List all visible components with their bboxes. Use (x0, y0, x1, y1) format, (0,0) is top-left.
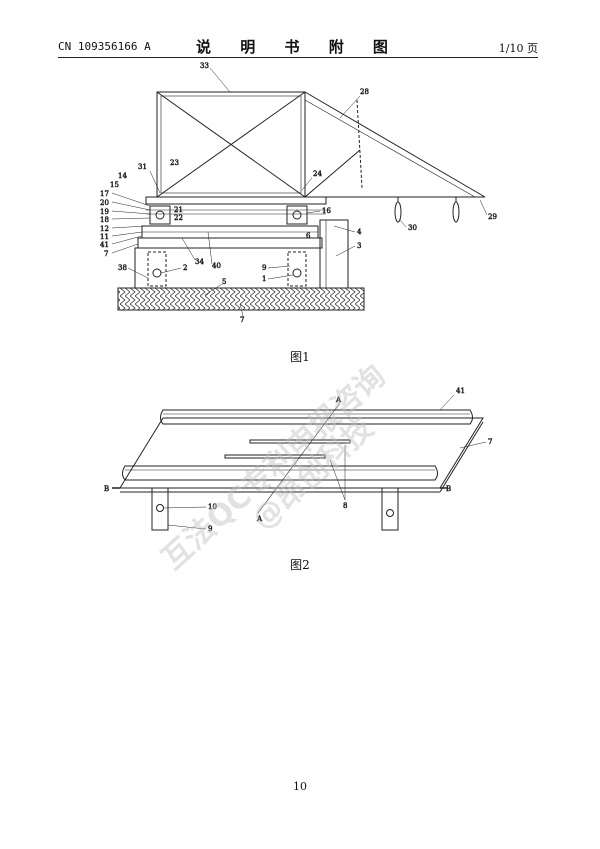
figure-1-caption: 图1 (290, 350, 310, 364)
label-33: 33 (200, 62, 209, 70)
label-12: 12 (100, 225, 109, 233)
label-9: 9 (262, 264, 266, 272)
label-7-fig1: 7 (104, 250, 108, 258)
label-17: 17 (100, 190, 109, 198)
truss-inner (160, 95, 302, 194)
page-number: 10 (293, 780, 307, 793)
label-41: 41 (100, 241, 109, 249)
section-line-a (257, 402, 341, 514)
canopy-dashed-post (356, 99, 363, 189)
label-7-fig2: 7 (488, 438, 492, 446)
header-rule (58, 57, 538, 58)
bolt-2 (152, 268, 162, 278)
plate-7 (119, 417, 484, 489)
label-5: 5 (222, 278, 226, 286)
label-a-bottom: A (256, 515, 263, 523)
label-29: 29 (488, 213, 497, 221)
truss-brace-b (156, 91, 306, 198)
hole-10 (156, 504, 164, 512)
label-15: 15 (110, 181, 119, 189)
figure-2-caption: 图2 (290, 558, 310, 572)
label-21: 21 (174, 206, 183, 214)
label-10: 10 (208, 503, 217, 511)
leg-left (151, 487, 169, 531)
lamp-30 (394, 201, 402, 223)
bolt-1 (292, 268, 302, 278)
label-38: 38 (118, 264, 127, 272)
canopy-inner (304, 99, 476, 198)
leg-right (381, 487, 399, 531)
canopy-strut (304, 149, 361, 198)
label-19: 19 (100, 208, 109, 216)
clamp-right (286, 205, 308, 225)
figure-1-drawing (117, 91, 486, 311)
ground-slab (117, 287, 365, 311)
page-header: CN 109356166 A 说 明 书 附 图 1/10 页 (58, 36, 538, 56)
page-of: 1/10 页 (498, 42, 538, 55)
label-31: 31 (138, 163, 147, 171)
label-2: 2 (183, 264, 187, 272)
slot-8b (249, 439, 351, 444)
rail-7 (137, 237, 323, 249)
label-18: 18 (100, 216, 109, 224)
figure-2-drawing (112, 402, 484, 531)
label-41-fig2: 41 (456, 387, 465, 395)
label-1: 1 (262, 275, 266, 283)
label-3: 3 (357, 242, 361, 250)
label-b-right: B (446, 485, 451, 493)
label-7-ground: 7 (240, 316, 244, 324)
slot-8a (224, 454, 326, 459)
label-b-left: B (104, 485, 109, 493)
label-34: 34 (195, 258, 204, 266)
lamp-30b (452, 201, 460, 223)
clamp-left (149, 205, 171, 225)
label-40: 40 (212, 262, 221, 270)
rail-41-back (160, 409, 473, 425)
label-4: 4 (357, 228, 362, 236)
page-title: 说 明 书 附 图 (196, 38, 400, 56)
figure-1-labels: 33 28 31 23 24 14 15 17 20 19 18 12 11 4… (100, 62, 497, 325)
publication-number: CN 109356166 A (58, 40, 151, 53)
post-3 (319, 219, 349, 289)
figure-2-labels: 41 7 A A B B 8 10 9 (104, 387, 493, 534)
label-14: 14 (118, 172, 127, 180)
label-16: 16 (322, 207, 331, 215)
label-a-top: A (335, 396, 342, 404)
label-9-fig2: 9 (208, 525, 212, 533)
rail-front (122, 465, 438, 481)
label-8: 8 (343, 502, 347, 510)
label-22: 22 (174, 214, 183, 222)
deck-plate (145, 196, 327, 205)
label-28: 28 (360, 88, 369, 96)
label-24: 24 (313, 170, 322, 178)
base-block (134, 247, 321, 289)
canopy-top (304, 91, 486, 198)
label-30: 30 (408, 224, 417, 232)
label-20: 20 (100, 199, 109, 207)
label-6: 6 (306, 232, 311, 240)
label-23: 23 (170, 159, 179, 167)
label-11: 11 (100, 233, 109, 241)
